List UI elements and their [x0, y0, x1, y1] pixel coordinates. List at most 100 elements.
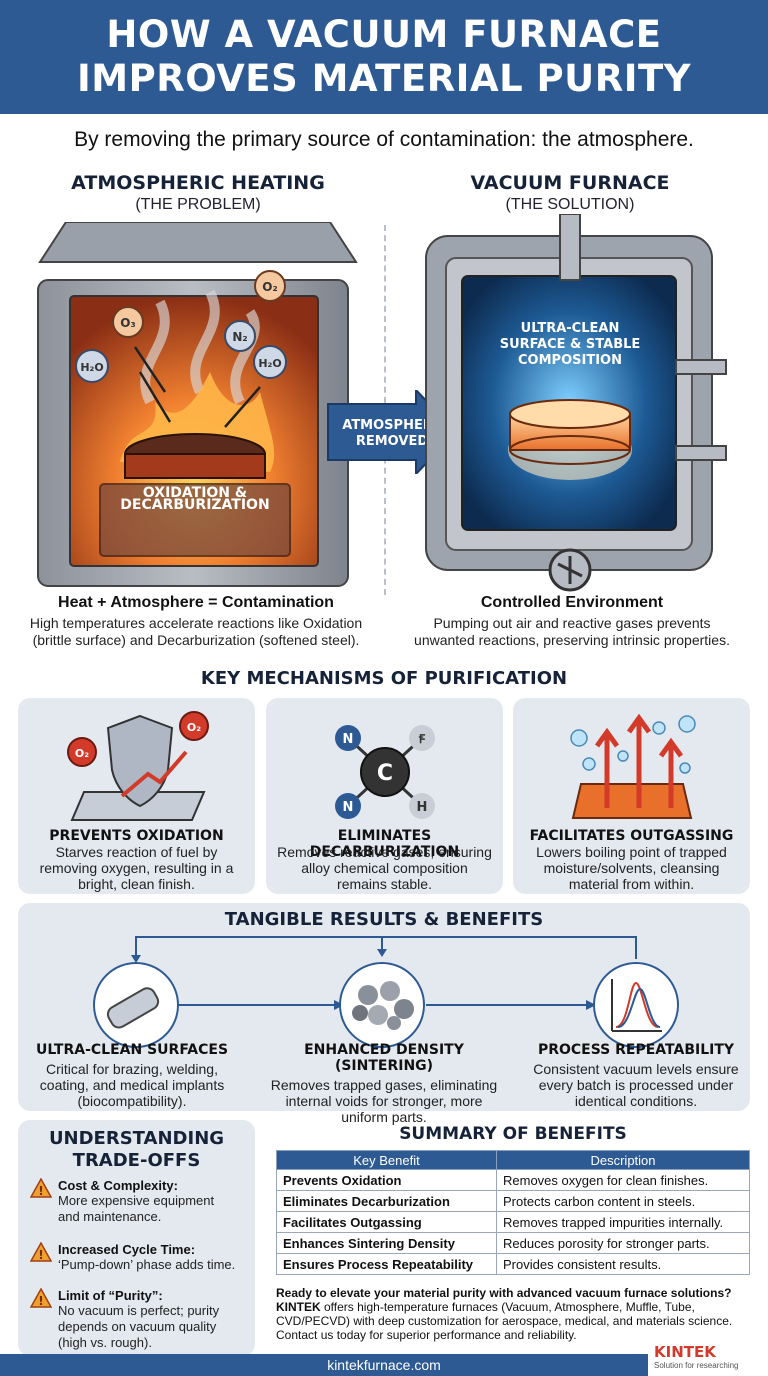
page-title-line-2: IMPROVES MATERIAL PURITY [77, 57, 691, 100]
mechanism-desc-1: Removes reactive gases, ensuring [277, 844, 492, 860]
result-desc-2: internal voids for stronger, more [285, 1093, 483, 1109]
vacuum-furnace-illustration: ULTRA-CLEAN SURFACE & STABLE COMPOSITION [425, 214, 727, 592]
problem-heading: ATMOSPHERIC HEATING (THE PROBLEM) [28, 172, 368, 214]
tradeoffs-title-line-1: UNDERSTANDING [48, 1128, 225, 1149]
atmosphere-removed-arrow: ATMOSPHERE REMOVED [327, 390, 458, 474]
mechanism-desc-1: Starves reaction of fuel by [55, 844, 218, 860]
row-description: Provides consistent results. [496, 1253, 750, 1275]
result-item-repeatability: PROCESS REPEATABILITY Consistent vacuum … [516, 1042, 756, 1109]
result-title: ULTRA-CLEAN SURFACES [35, 1042, 229, 1058]
result-desc-3: uniform parts. [341, 1109, 427, 1125]
result-desc-2: every batch is processed under [538, 1077, 734, 1093]
mechanism-card-decarburization: C N Ꞙ N H ELIMINATES DECARBURIZATION Rem… [266, 698, 503, 894]
clean-workpiece-top [509, 399, 631, 429]
effect-label-1: OXIDATION & [143, 485, 247, 501]
result-desc-1: Consistent vacuum levels ensure [533, 1061, 739, 1077]
warning-icon: ! [30, 1242, 52, 1262]
summary-header-row: Key Benefit Description [276, 1150, 750, 1170]
h2o-molecule-right-icon: H₂O [253, 345, 287, 379]
svg-text:C: C [377, 761, 393, 786]
carbon-molecule-icon: C N Ꞙ N H [335, 725, 435, 819]
smoke-icon [140, 289, 260, 405]
repeatability-curve-icon [593, 962, 679, 1048]
result-desc-3: (biocompatibility). [77, 1093, 187, 1109]
side-vacuum-pipe-bottom [675, 445, 727, 461]
summary-col-benefit: Key Benefit [276, 1150, 497, 1170]
atmospheric-furnace-illustration: OXIDATION & DECARBURIZATION AIR O₂ O₃ N₂… [37, 222, 358, 587]
o3-molecule-icon: O₃ [112, 306, 144, 338]
row-description: Removes oxygen for clean finishes. [496, 1169, 750, 1191]
page-title-line-1: HOW A VACUUM FURNACE [106, 13, 662, 56]
solution-caption-line-2: unwanted reactions, preserving intrinsic… [414, 632, 730, 648]
summary-col-description: Description [496, 1150, 750, 1170]
problem-caption: Heat + Atmosphere = Contamination High t… [6, 594, 386, 649]
tradeoff-item-cost: ! Cost & Complexity: More expensive equi… [30, 1178, 248, 1225]
mechanism-desc-2: alloy chemical composition [301, 860, 468, 876]
n2-molecule-icon: N₂ [224, 320, 256, 352]
result-title: ENHANCED DENSITY (SINTERING) [304, 1042, 464, 1074]
cta-line-2: CVD/PECVD) with deep customization for a… [276, 1314, 733, 1328]
mechanism-title: FACILITATES OUTGASSING [529, 828, 734, 844]
row-benefit: Prevents Oxidation [276, 1169, 497, 1191]
summary-title: SUMMARY OF BENEFITS [399, 1124, 627, 1144]
mechanism-desc-2: moisture/solvents, cleansing [543, 860, 720, 876]
solution-caption-line-1: Pumping out air and reactive gases preve… [433, 615, 711, 631]
row-benefit: Enhances Sintering Density [276, 1232, 497, 1254]
problem-caption-line-1: High temperatures accelerate reactions l… [29, 615, 363, 631]
workpiece-side [124, 453, 266, 479]
result-desc-3: identical conditions. [574, 1093, 698, 1109]
reaction-arrows-icon [133, 346, 261, 428]
clean-tube-icon [93, 962, 179, 1048]
cta-question: Ready to elevate your material purity wi… [276, 1286, 732, 1300]
page-header: HOW A VACUUM FURNACE IMPROVES MATERIAL P… [0, 0, 768, 114]
furnace-lid [38, 222, 358, 263]
tradeoff-desc-3: (high vs. rough). [58, 1335, 152, 1350]
footer-url[interactable]: kintekfurnace.com [0, 1354, 768, 1376]
row-benefit: Facilitates Outgassing [276, 1211, 497, 1233]
mechanism-desc-3: material from within. [568, 876, 695, 892]
row-description: Removes trapped impurities internally. [496, 1211, 750, 1233]
mechanism-desc-3: bright, clean finish. [78, 876, 195, 892]
oxidation-shield-icon: O₂ O₂ [67, 711, 209, 821]
mechanism-card-oxidation: O₂ O₂ PREVENTS OXIDATION Starves reactio… [18, 698, 255, 894]
row-benefit: Ensures Process Repeatability [276, 1253, 497, 1275]
tradeoffs-title-line-2: TRADE-OFFS [72, 1150, 201, 1171]
logo-tagline: Solution for researching [654, 1361, 739, 1370]
tradeoff-desc-1: ‘Pump-down’ phase adds time. [58, 1257, 236, 1272]
svg-text:H₂O: H₂O [258, 357, 281, 370]
problem-caption-title: Heat + Atmosphere = Contamination [58, 594, 334, 611]
result-item-density: ENHANCED DENSITY (SINTERING) Removes tra… [264, 1042, 504, 1125]
result-desc-1: Critical for brazing, welding, [46, 1061, 218, 1077]
logo-name: KINTEK [654, 1343, 716, 1361]
tradeoff-item-purity: ! Limit of “Purity”: No vacuum is perfec… [30, 1288, 248, 1351]
solution-heading: VACUUM FURNACE (THE SOLUTION) [400, 172, 740, 214]
pump-fan-icon [557, 556, 583, 584]
svg-text:O₂: O₂ [187, 721, 201, 734]
cta-line-3: Contact us today for superior performanc… [276, 1328, 577, 1342]
solution-subtitle: (THE SOLUTION) [505, 196, 635, 213]
svg-text:H₂O: H₂O [80, 361, 103, 374]
solution-label-3: COMPOSITION [518, 353, 622, 368]
mechanism-desc-1: Lowers boiling point of trapped [536, 844, 727, 860]
solution-caption-title: Controlled Environment [480, 594, 664, 611]
arrow-label-2: REMOVED [356, 434, 428, 449]
mechanism-desc-3: remains stable. [337, 876, 432, 892]
problem-caption-line-2: (brittle surface) and Decarburization (s… [32, 632, 360, 648]
tradeoff-title: Limit of “Purity”: [58, 1288, 163, 1303]
solution-label-1: ULTRA-CLEAN [521, 321, 620, 336]
page-subtitle: By removing the primary source of contam… [74, 128, 694, 151]
result-item-clean: ULTRA-CLEAN SURFACES Critical for brazin… [12, 1042, 252, 1109]
row-description: Reduces porosity for stronger parts. [496, 1232, 750, 1254]
mechanisms-title: KEY MECHANISMS OF PURIFICATION [200, 668, 568, 689]
summary-table: Key Benefit Description Prevents Oxidati… [276, 1150, 750, 1275]
results-panel: TANGIBLE RESULTS & BENEFITS [18, 903, 750, 1111]
solution-label-2: SURFACE & STABLE [500, 337, 641, 352]
tradeoff-desc-1: More expensive equipment [58, 1193, 215, 1208]
mechanism-title: ELIMINATES DECARBURIZATION [309, 828, 460, 860]
tradeoff-desc-2: depends on vacuum quality [58, 1319, 217, 1334]
result-desc-1: Removes trapped gases, eliminating [270, 1077, 498, 1093]
